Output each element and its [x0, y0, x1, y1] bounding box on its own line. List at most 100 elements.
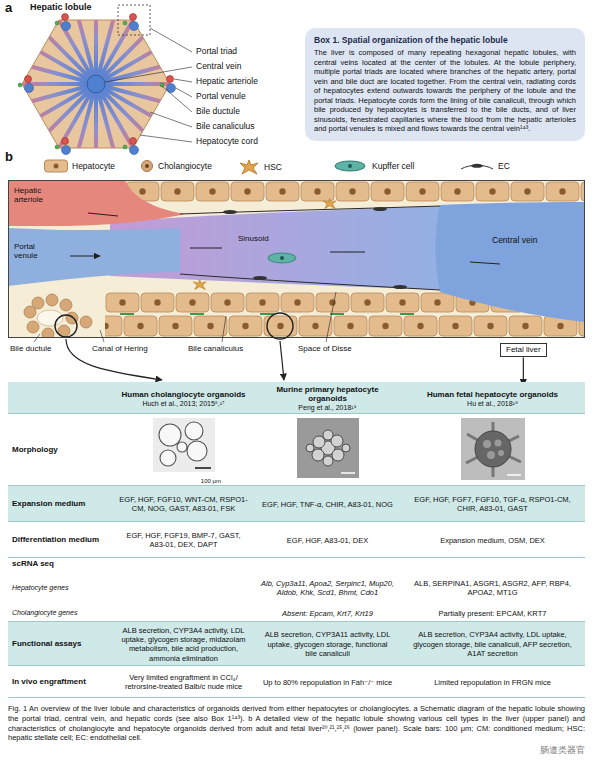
region-box: Fetal liver [500, 343, 547, 357]
legend-label: Kupffer cell [372, 161, 414, 171]
part-label: Bile canaliculus [188, 344, 243, 353]
legend-icon [238, 159, 260, 175]
organoid-micrograph [461, 418, 525, 480]
table-cell: EGF, HGF, FGF10, WNT-CM, RSPO1-CM, NOG, … [112, 492, 255, 517]
hepatic-lobule [6, 0, 186, 174]
sinusoid-illustration [436, 202, 586, 322]
sinusoid-frame [34, 292, 336, 342]
box-body: Huch et al., 2013; 2015⁸,¹⁷ [116, 400, 251, 407]
info-box: Box 1. Spatial organization of the hepat… [305, 28, 585, 141]
row-header: Functional assays [8, 636, 112, 652]
organoid-micrograph [159, 424, 181, 446]
table-cell: EGF, HGF, FGF19, BMP-7, GAST, A83-01, DE… [112, 528, 255, 553]
legend-icon [240, 160, 258, 174]
column-header: Murine primary hepatocyte organoidsPeng … [255, 382, 400, 414]
organoid-micrograph [487, 451, 495, 459]
panel-letter: a [5, 1, 12, 16]
hepatic-lobule [6, 0, 186, 174]
sinusoid-illustration [393, 285, 407, 289]
organoid-micrograph [177, 442, 187, 452]
table-cell: Partially present: EPCAM, KRT7 [400, 606, 585, 621]
legend-item: Kupffer cell [332, 159, 414, 173]
organoid-micrograph [312, 449, 324, 461]
organoid-micrograph [494, 440, 501, 447]
part-label: Hepatocyte cord [196, 137, 258, 147]
part-label: Portal venule [14, 242, 54, 260]
legend-icon [471, 164, 483, 168]
hepatic-lobule [123, 138, 139, 155]
part-label: Hepatic arteriole [14, 186, 66, 204]
sinusoid-illustration [253, 276, 267, 280]
box-heading: Murine primary hepatocyte organoids [259, 385, 396, 403]
hepatic-lobule [118, 5, 150, 35]
sinusoid-illustration [120, 313, 414, 315]
sinusoid-illustration [70, 213, 500, 264]
part-label: Central vein [196, 62, 241, 72]
organoid-micrograph [159, 422, 207, 466]
sinusoid-illustration [8, 180, 185, 226]
hepatic-lobule [87, 75, 105, 93]
organoid-micrograph [185, 422, 203, 440]
organoid-micrograph [507, 475, 521, 477]
sinusoid-frame [55, 315, 77, 337]
figure-caption: Fig. 1 An overview of the liver lobule a… [8, 704, 585, 742]
sinusoid-illustration [27, 321, 39, 333]
scale-label: 100 μm [201, 478, 221, 486]
legend-icon [142, 161, 153, 172]
organoid-micrograph [475, 431, 511, 467]
table-cell: ALB, SERPINA1, ASGR1, ASGR2, AFP, RBP4, … [400, 576, 585, 601]
table-cell: Very limited engraftment in CCl₄/ retror… [112, 670, 255, 695]
sinusoid-illustration [60, 299, 72, 311]
organoid-micrograph [483, 440, 491, 448]
hepatic-lobule [105, 28, 192, 142]
organoid-micrograph [195, 468, 211, 470]
sinusoid-illustration [42, 328, 54, 338]
legend-item: Hepatocyte [44, 159, 115, 173]
part-label: Hepatic arteriole [196, 77, 258, 87]
organoid-micrograph [297, 418, 359, 478]
sinusoid-illustration [88, 315, 585, 338]
sinusoid-illustration [46, 294, 58, 306]
table-row-band [8, 558, 585, 572]
sinusoid-illustration [193, 280, 206, 290]
legend-item: Cholangiocyte [140, 159, 212, 173]
part-label: Canal of Hering [92, 344, 148, 353]
organoid-micrograph [306, 444, 314, 452]
table-cell: EGF, HGF, FGF7, FGF10, TGF-α, RSPO1-CM, … [400, 492, 585, 517]
box-heading: Human fetal hepatocyte organoids [404, 390, 581, 399]
part-label: Portal venule [196, 92, 246, 102]
row-header: Hepatocyte genes [8, 581, 112, 596]
row-header: Cholangiocyte genes [8, 606, 112, 621]
sinusoid-illustration [80, 316, 92, 328]
sinusoid-illustration [8, 180, 585, 338]
row-header: In vivo engraftment [8, 674, 112, 690]
hepatic-lobule [6, 0, 192, 174]
table-cell: ALB secretion, CYP3A11 activity, LDL upt… [255, 627, 400, 661]
organoid-micrograph [153, 418, 215, 472]
hepatic-lobule [55, 14, 71, 31]
part-label: Bile canaliculus [196, 122, 255, 132]
organoid-micrograph [332, 449, 344, 461]
legend-icon [348, 164, 352, 168]
sinusoid-frame [9, 181, 585, 338]
column-header: Human cholangiocyte organoidsHuch et al.… [112, 387, 255, 410]
legend-label: Hepatocyte [72, 161, 115, 171]
sinusoid-illustration [268, 253, 296, 263]
legend-icon [335, 161, 365, 171]
sinusoid-frame [9, 181, 585, 381]
sinusoid-frame [66, 339, 162, 380]
column-header: Human fetal hepatocyte organoidsHu et al… [400, 387, 585, 410]
table-cell: Absent: Epcam, Krt7, Krt19 [255, 606, 400, 621]
legend-icon [332, 159, 368, 173]
organoid-micrograph [323, 430, 333, 440]
watermark: 肠道类器官 [8, 744, 585, 757]
hepatic-lobule [18, 76, 34, 93]
sinusoid-illustration [125, 181, 585, 202]
organoid-micrograph [342, 444, 350, 452]
organoid-micrograph [483, 440, 504, 460]
table-cell: ALB secretion, CYP3A4 activity, LDL upta… [112, 623, 255, 667]
sinusoid-illustration [24, 294, 92, 338]
box-body: Peng et al., 2018¹⁹ [259, 404, 396, 411]
table-cell: EGF, HGF, TNF-α, CHIR, A83-01, NOG [255, 497, 400, 512]
row-header: Differentiation medium [8, 532, 112, 548]
